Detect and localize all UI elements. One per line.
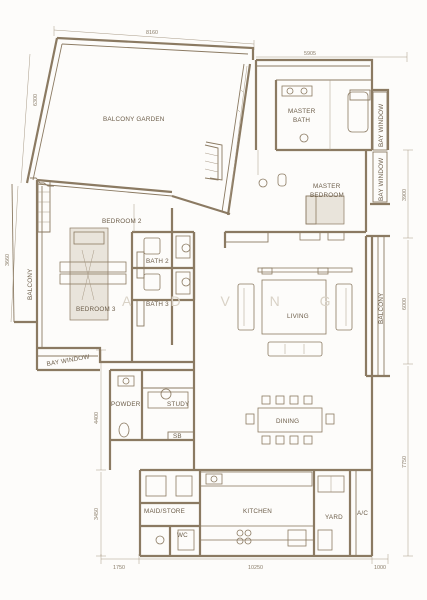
dining-table xyxy=(257,407,323,433)
label-study: STUDY xyxy=(167,401,190,408)
label-powder: POWDER xyxy=(111,401,141,408)
label-sb: SB xyxy=(173,433,182,440)
dim-bottom-1750: 1750 xyxy=(113,565,125,571)
label-master-bath-2: BATH xyxy=(293,117,310,124)
dimension-lines xyxy=(10,26,413,564)
label-balcony-garden: BALCONY GARDEN xyxy=(103,116,165,123)
dim-right-6000: 6000 xyxy=(402,298,408,310)
label-master-bedroom-2: BEDROOM xyxy=(310,192,344,199)
label-bay-window-top: BAY WINDOW xyxy=(378,104,385,147)
fixtures xyxy=(37,65,371,551)
label-maid-store: MAID/STORE xyxy=(144,508,185,515)
label-dining: DINING xyxy=(276,418,299,425)
dimension-labels: 8160 5905 6300 3660 4400 3450 3900 6000 … xyxy=(5,30,408,571)
label-bedroom-2: BEDROOM 2 xyxy=(102,218,142,225)
dim-top-8160: 8160 xyxy=(146,30,158,36)
dim-bottom-1000: 1000 xyxy=(374,565,386,571)
label-bedroom-3: BEDROOM 3 xyxy=(76,306,116,313)
walls xyxy=(11,36,390,558)
dim-left-6300: 6300 xyxy=(33,94,39,106)
label-bay-window-right: BAY WINDOW xyxy=(378,158,385,201)
sofa-bottom-icon xyxy=(267,341,323,357)
label-master-bedroom-1: MASTER xyxy=(313,183,341,190)
label-ac: A/C xyxy=(357,510,368,517)
dim-top-5905: 5905 xyxy=(304,51,316,57)
dim-left-3450: 3450 xyxy=(94,508,100,520)
rug xyxy=(261,279,327,335)
stairs-left-icon xyxy=(37,182,51,233)
dim-right-7750: 7750 xyxy=(402,456,408,468)
label-balcony-right: BALCONY xyxy=(378,292,385,324)
label-kitchen: KITCHEN xyxy=(243,508,272,515)
label-bath-2: BATH 2 xyxy=(146,258,169,265)
dim-left-4400: 4400 xyxy=(94,412,100,424)
label-bath-3: BATH 3 xyxy=(146,301,169,308)
dim-left-3660: 3660 xyxy=(5,254,11,266)
label-wc: WC xyxy=(177,532,188,539)
label-yard: YARD xyxy=(325,514,343,521)
label-master-bath-1: MASTER xyxy=(288,108,316,115)
dim-right-3900: 3900 xyxy=(402,189,408,201)
sofa-left-icon xyxy=(237,283,255,331)
sofa-right-icon xyxy=(335,283,353,331)
bed-icon xyxy=(305,195,345,225)
stairs-right-icon xyxy=(204,144,219,181)
dim-bottom-10250: 10250 xyxy=(248,565,263,571)
watermark: A D V N G xyxy=(122,293,349,309)
label-living: LIVING xyxy=(287,313,309,320)
label-balcony-left: BALCONY xyxy=(27,268,34,300)
